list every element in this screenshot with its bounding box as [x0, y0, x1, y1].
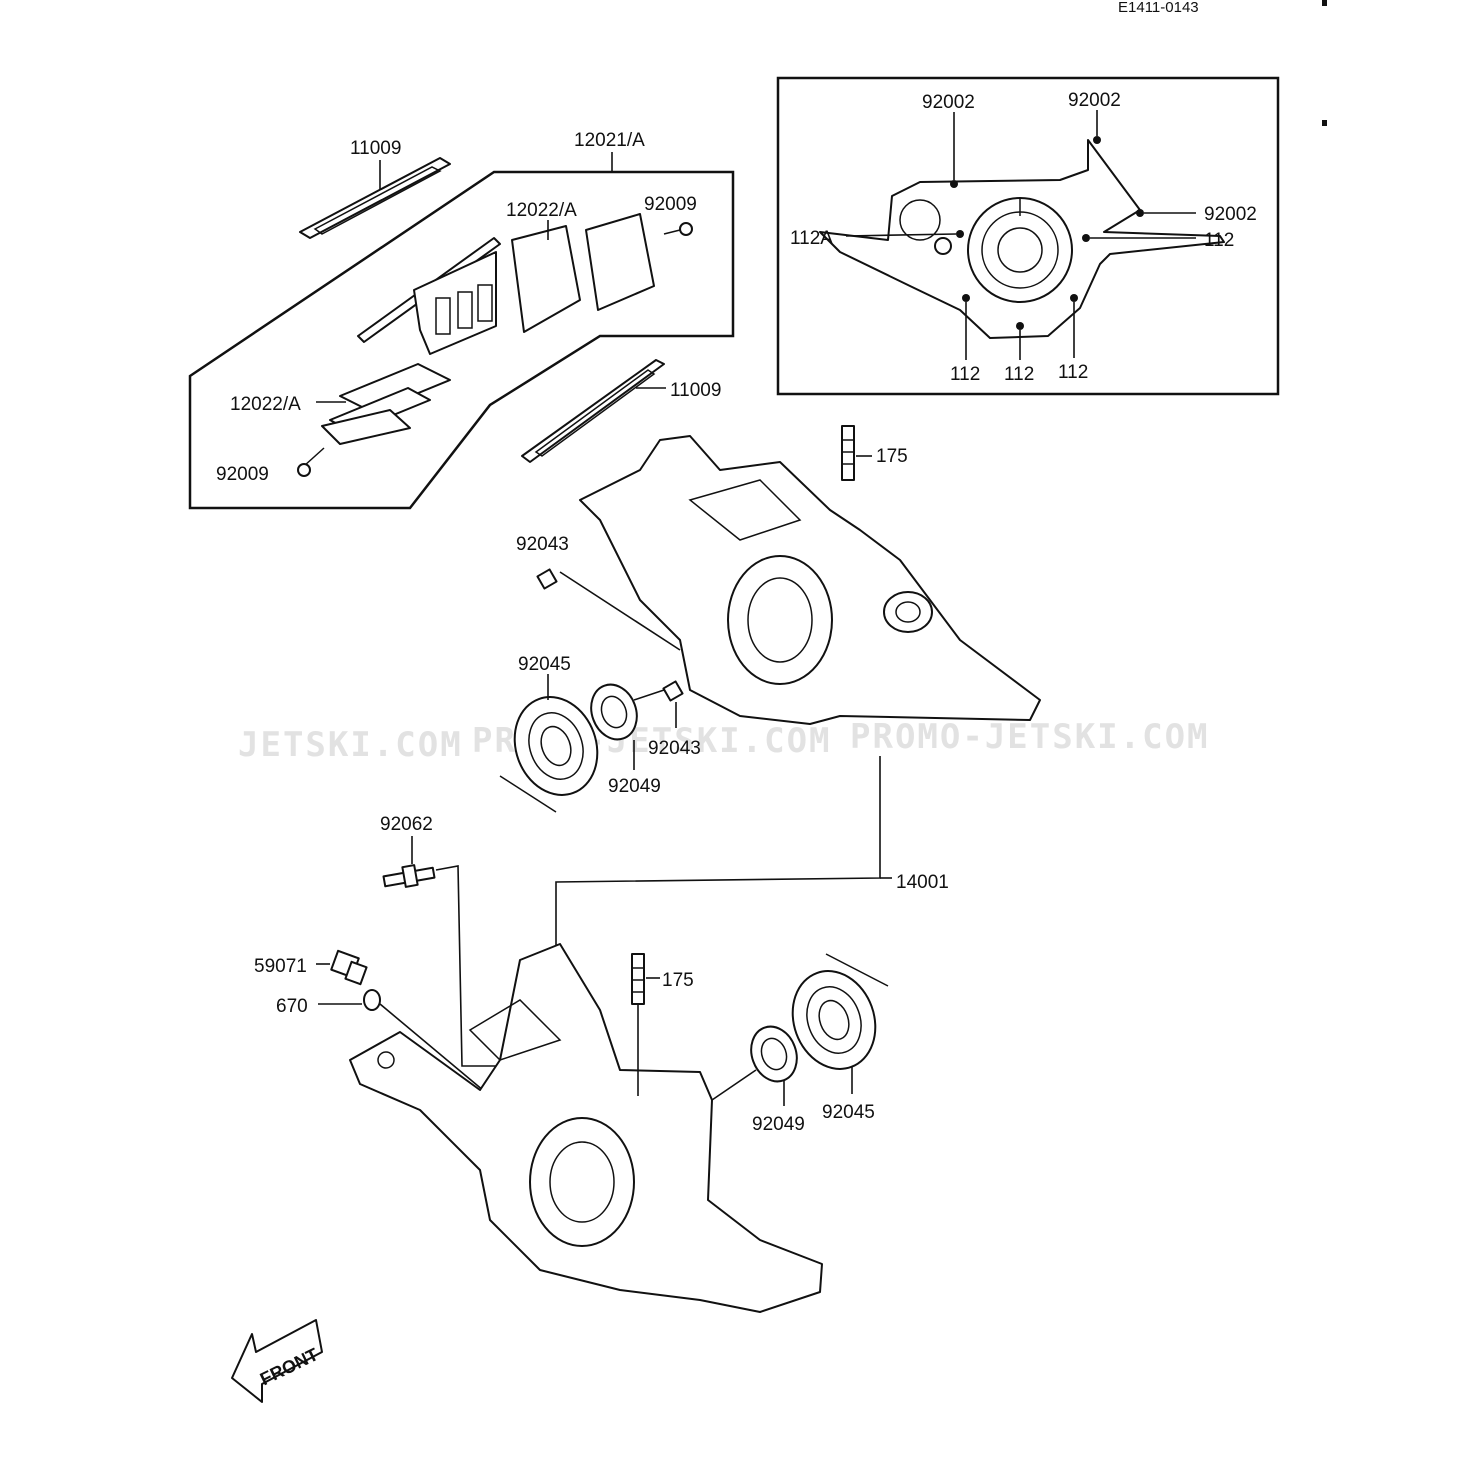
washer-part [363, 989, 381, 1011]
inset-crankcase-back-part [819, 139, 1225, 339]
screw-left-label: 92009 [216, 464, 269, 485]
document-code: E1411-0143 [1118, 0, 1199, 16]
front-arrow-icon: FRONT [231, 1319, 323, 1403]
reed-valve-top-part [511, 213, 655, 333]
washer-label: 670 [276, 996, 308, 1017]
watermark-group: JETSKI.COM PROMO-JETSKI.COM PROMO-JETSKI… [238, 717, 1210, 765]
screw-left-part [297, 447, 325, 477]
stud-bottom-label: 175 [662, 970, 694, 991]
inset-pin-a-label: 92002 [922, 92, 975, 113]
dowel-pin-mid-label: 92043 [648, 738, 701, 759]
bearing-top-part [499, 696, 599, 813]
gasket-top-part [299, 157, 451, 239]
stud-top-part [841, 425, 855, 481]
reed-valve-top-label: 12022/A [506, 200, 577, 221]
dowel-pin-mid-part [662, 680, 684, 702]
reed-assembly-outline [188, 170, 735, 510]
bearing-top-label: 92045 [518, 654, 571, 675]
gasket-mid-part [521, 359, 665, 463]
gasket-top-label: 11009 [350, 138, 401, 159]
drain-screw-part [382, 864, 436, 888]
leader-line [559, 571, 681, 651]
stud-top-label: 175 [876, 446, 908, 467]
screw-top-part [663, 222, 693, 236]
leader-line [435, 865, 520, 1067]
stud-bottom-part [631, 953, 645, 1005]
margin-mark [1322, 0, 1327, 6]
inset-bolt-a-label: 112A [790, 228, 833, 249]
crankcase-leader-line [555, 756, 881, 950]
inset-pin-b-label: 92002 [1068, 90, 1121, 111]
screw-top-label: 92009 [644, 194, 697, 215]
reed-valve-left-label: 12022/A [230, 394, 301, 415]
fitting-part [330, 949, 368, 986]
inset-bolt-b2-label: 112 [1004, 364, 1034, 385]
leader-line [711, 1069, 757, 1101]
oil-seal-bottom-label: 92049 [752, 1114, 805, 1135]
bearing-bottom-label: 92045 [822, 1102, 875, 1123]
inset-bolts [950, 136, 1144, 330]
reed-assembly-label: 12021/A [574, 130, 645, 151]
crankcase-label: 14001 [896, 872, 949, 893]
inset-bolt-b3-label: 112 [1058, 362, 1088, 383]
upper-crankcase-part [579, 435, 1041, 725]
reed-block-part [357, 237, 501, 355]
leader-line [633, 689, 665, 701]
oil-seal-top-label: 92049 [608, 776, 661, 797]
watermark: PROMO-JETSKI.COM [850, 717, 1210, 757]
gasket-mid-label: 11009 [670, 380, 721, 401]
reed-valve-left-part [321, 363, 451, 445]
bearing-bottom-part [791, 953, 889, 1070]
drain-screw-label: 92062 [380, 814, 433, 835]
margin-mark [1322, 120, 1327, 126]
lower-crankcase-part [349, 943, 823, 1313]
watermark: JETSKI.COM [238, 725, 463, 765]
oil-seal-top-part [590, 683, 638, 741]
inset-box [776, 76, 1280, 396]
inset-pin-c-label: 92002 [1204, 204, 1257, 225]
leader-line [845, 233, 957, 237]
dowel-pin-top-label: 92043 [516, 534, 569, 555]
fitting-label: 59071 [254, 956, 307, 977]
inset-bolt-r-label: 112 [1204, 230, 1234, 251]
inset-bolt-b1-label: 112 [950, 364, 980, 385]
dowel-pin-top-part [536, 568, 558, 590]
leader-line [379, 1003, 491, 1097]
